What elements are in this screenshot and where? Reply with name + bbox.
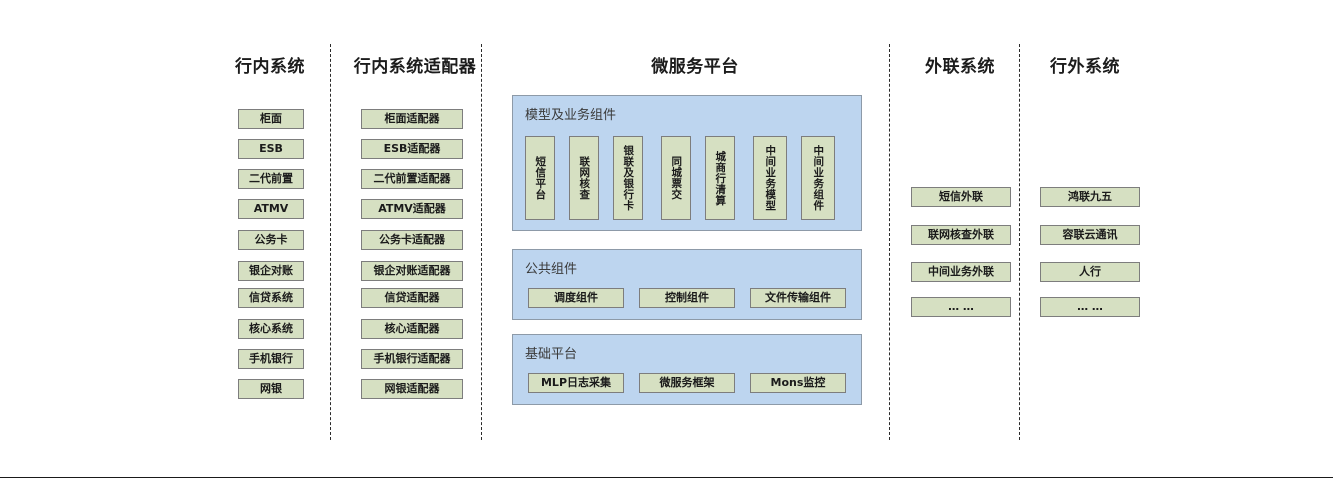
node-outside-bank-system[interactable]: 人行 xyxy=(1040,262,1140,282)
panel-title-public-components: 公共组件 xyxy=(525,262,578,277)
node-outside-bank-system[interactable]: … … xyxy=(1040,297,1140,317)
node-external-link-system[interactable]: 短信外联 xyxy=(911,187,1011,207)
node-external-link-system[interactable]: 联网核查外联 xyxy=(911,225,1011,245)
node-model-component[interactable]: 银联及银行卡 xyxy=(613,136,643,220)
node-internal-adapter[interactable]: 柜面适配器 xyxy=(361,109,463,129)
node-internal-system[interactable]: 二代前置 xyxy=(238,169,304,189)
node-outside-bank-system[interactable]: 鸿联九五 xyxy=(1040,187,1140,207)
node-model-component[interactable]: 联网核查 xyxy=(569,136,599,220)
node-label: 中间业务模型 xyxy=(764,145,777,211)
node-model-component[interactable]: 中间业务模型 xyxy=(753,136,787,220)
node-public-component[interactable]: 调度组件 xyxy=(528,288,624,308)
node-internal-system[interactable]: 信贷系统 xyxy=(238,288,304,308)
column-title-microservice-platform: 微服务平台 xyxy=(651,57,739,77)
panel-title-base-platform: 基础平台 xyxy=(525,347,578,362)
column-title-internal-systems: 行内系统 xyxy=(235,57,305,77)
node-internal-system[interactable]: 核心系统 xyxy=(238,319,304,339)
node-model-component[interactable]: 城商行清算 xyxy=(705,136,735,220)
node-model-component[interactable]: 中间业务组件 xyxy=(801,136,835,220)
node-internal-system[interactable]: ESB xyxy=(238,139,304,159)
node-internal-adapter[interactable]: 二代前置适配器 xyxy=(361,169,463,189)
node-internal-adapter[interactable]: 公务卡适配器 xyxy=(361,230,463,250)
node-internal-adapter[interactable]: 核心适配器 xyxy=(361,319,463,339)
node-internal-adapter[interactable]: 手机银行适配器 xyxy=(361,349,463,369)
column-title-internal-adapters: 行内系统适配器 xyxy=(353,57,477,77)
node-internal-system[interactable]: 手机银行 xyxy=(238,349,304,369)
node-label: 中间业务组件 xyxy=(812,145,825,211)
separator-3 xyxy=(889,44,890,440)
node-label: 银联及银行卡 xyxy=(622,145,635,211)
node-internal-system[interactable]: 网银 xyxy=(238,379,304,399)
node-external-link-system[interactable]: 中间业务外联 xyxy=(911,262,1011,282)
panel-base-platform: 基础平台 xyxy=(512,334,862,405)
node-internal-system[interactable]: ATMV xyxy=(238,199,304,219)
node-label: 城商行清算 xyxy=(714,150,727,206)
node-model-component[interactable]: 同城票交 xyxy=(661,136,691,220)
node-internal-adapter[interactable]: 网银适配器 xyxy=(361,379,463,399)
panel-title-model-business-components: 模型及业务组件 xyxy=(525,108,617,123)
node-base-platform-component[interactable]: 微服务框架 xyxy=(639,373,735,393)
node-outside-bank-system[interactable]: 容联云通讯 xyxy=(1040,225,1140,245)
node-external-link-system[interactable]: … … xyxy=(911,297,1011,317)
column-title-outside-bank-systems: 行外系统 xyxy=(1050,57,1120,77)
node-internal-adapter[interactable]: 信贷适配器 xyxy=(361,288,463,308)
node-base-platform-component[interactable]: Mons监控 xyxy=(750,373,846,393)
node-base-platform-component[interactable]: MLP日志采集 xyxy=(528,373,624,393)
bottom-divider xyxy=(0,477,1333,478)
node-model-component[interactable]: 短信平台 xyxy=(525,136,555,220)
node-label: 联网核查 xyxy=(578,156,591,200)
panel-public-components: 公共组件 xyxy=(512,249,862,320)
node-label: 短信平台 xyxy=(534,156,547,200)
node-internal-adapter[interactable]: ATMV适配器 xyxy=(361,199,463,219)
column-title-external-link-systems: 外联系统 xyxy=(925,57,995,77)
separator-4 xyxy=(1019,44,1020,440)
node-internal-system[interactable]: 银企对账 xyxy=(238,261,304,281)
node-internal-system[interactable]: 公务卡 xyxy=(238,230,304,250)
node-internal-adapter[interactable]: ESB适配器 xyxy=(361,139,463,159)
node-internal-adapter[interactable]: 银企对账适配器 xyxy=(361,261,463,281)
separator-2 xyxy=(481,44,482,440)
node-public-component[interactable]: 文件传输组件 xyxy=(750,288,846,308)
separator-1 xyxy=(330,44,331,440)
node-public-component[interactable]: 控制组件 xyxy=(639,288,735,308)
node-internal-system[interactable]: 柜面 xyxy=(238,109,304,129)
node-label: 同城票交 xyxy=(670,156,683,200)
